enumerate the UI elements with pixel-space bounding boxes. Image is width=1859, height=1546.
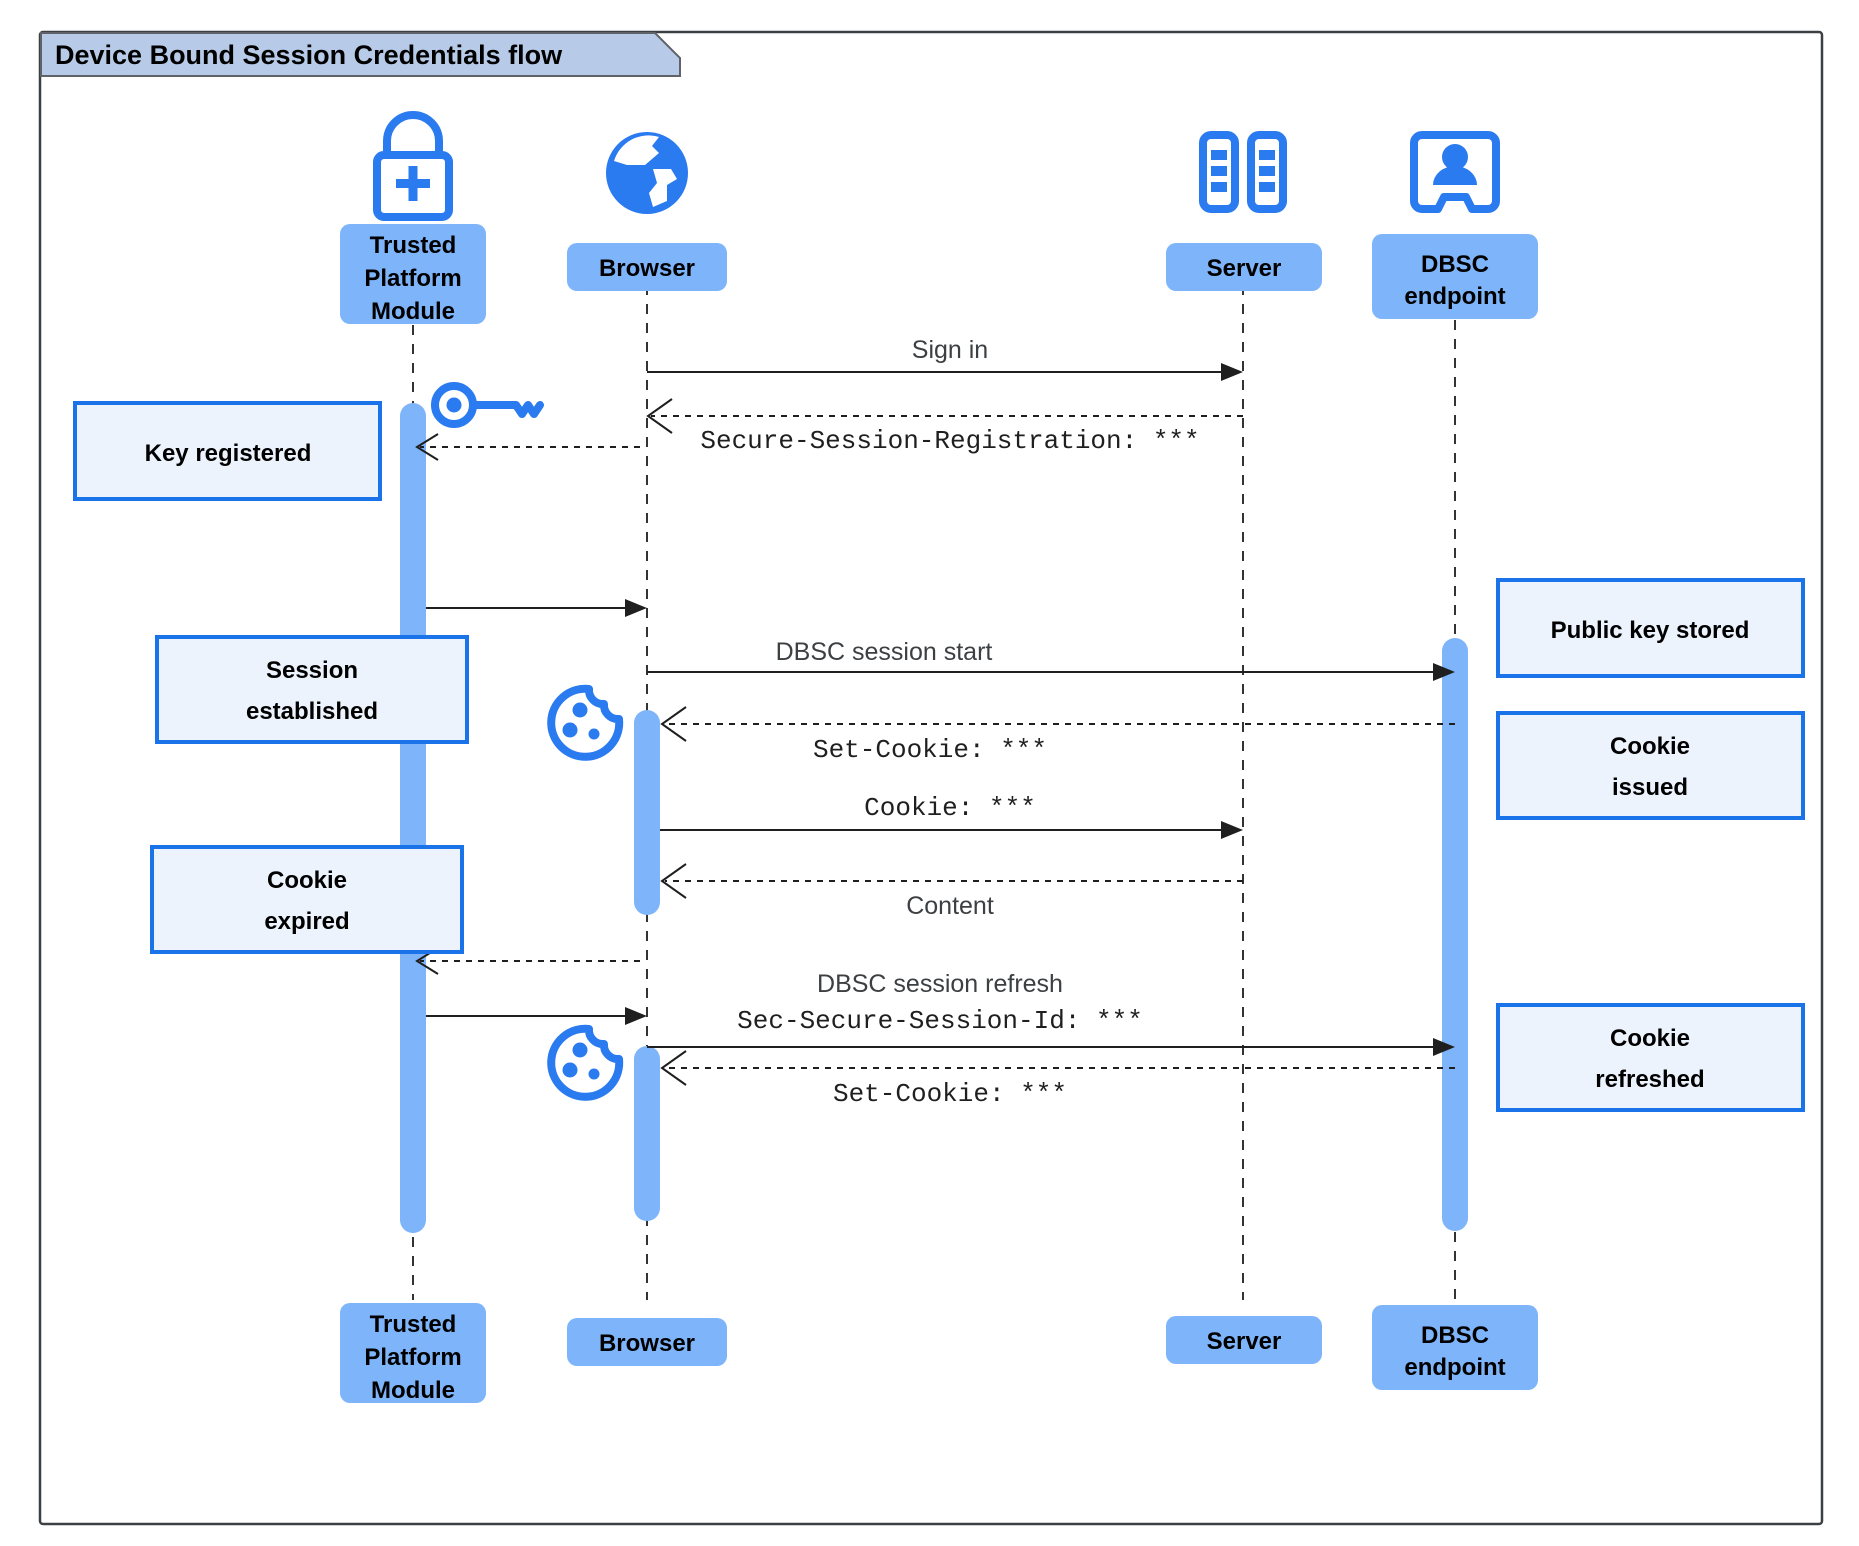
message-label-secure-session-registration: Secure-Session-Registration: *** bbox=[700, 426, 1199, 456]
participant-label-server: Server bbox=[1207, 255, 1282, 282]
participant-label-tpm-line2: Platform bbox=[364, 265, 461, 292]
participant-footer-label-tpm-line3: Module bbox=[371, 1377, 455, 1404]
activation-bar-tpm bbox=[400, 403, 426, 1233]
note-cookie-refreshed: Cookie refreshed bbox=[1496, 1003, 1805, 1112]
participant-label-tpm-line3: Module bbox=[371, 298, 455, 325]
padlock-plus-icon bbox=[373, 111, 453, 221]
participant-label-browser: Browser bbox=[599, 255, 695, 282]
participant-footer-label-browser: Browser bbox=[599, 1330, 695, 1357]
note-key-registered: Key registered bbox=[73, 401, 382, 501]
arrowhead-set-cookie-1 bbox=[660, 706, 687, 742]
note-session-established-line1: Session bbox=[266, 657, 358, 684]
message-label-cookie: Cookie: *** bbox=[864, 793, 1036, 823]
note-cookie-refreshed-line2: refreshed bbox=[1595, 1066, 1704, 1093]
note-session-established-line2: established bbox=[246, 698, 378, 725]
participant-header-dbsc[interactable]: DBSC endpoint bbox=[1372, 234, 1538, 319]
arrowhead-dbsc-session-start bbox=[1433, 663, 1455, 681]
arrowhead-tpm-to-browser-key bbox=[625, 599, 647, 617]
note-cookie-issued-line2: issued bbox=[1612, 774, 1688, 801]
globe-icon bbox=[606, 132, 688, 214]
message-label-dbsc-session-refresh: DBSC session refresh bbox=[817, 970, 1063, 998]
key-icon bbox=[431, 382, 544, 428]
arrowhead-sec-secure-session-id bbox=[1433, 1038, 1455, 1056]
activation-bar-browser-1 bbox=[634, 710, 660, 915]
note-session-established: Session established bbox=[155, 635, 469, 744]
participant-header-tpm[interactable]: Trusted Platform Module bbox=[340, 224, 486, 325]
server-racks-icon bbox=[1199, 131, 1287, 213]
participant-footer-label-dbsc-line2: endpoint bbox=[1404, 1354, 1505, 1381]
arrowhead-content bbox=[660, 863, 687, 899]
arrowhead-sign-in bbox=[1221, 363, 1243, 381]
id-badge-person-icon bbox=[1410, 131, 1500, 213]
activation-bar-dbsc bbox=[1442, 638, 1468, 1231]
participant-footer-label-dbsc-line1: DBSC bbox=[1421, 1322, 1489, 1349]
frame-title-tab bbox=[40, 32, 681, 77]
participant-label-dbsc-line2: endpoint bbox=[1404, 283, 1505, 310]
message-label-sec-secure-session-id: Sec-Secure-Session-Id: *** bbox=[737, 1006, 1143, 1036]
arrowhead-tpm-to-browser-refresh bbox=[625, 1007, 647, 1025]
note-cookie-expired-line1: Cookie bbox=[267, 867, 347, 894]
participant-label-tpm-line1: Trusted bbox=[370, 232, 457, 259]
arrowhead-set-cookie-2 bbox=[660, 1050, 687, 1086]
participant-footer-label-tpm-line1: Trusted bbox=[370, 1311, 457, 1338]
participant-footer-label-tpm-line2: Platform bbox=[364, 1344, 461, 1371]
note-cookie-issued-line1: Cookie bbox=[1610, 733, 1690, 760]
participant-header-browser[interactable]: Browser bbox=[567, 243, 727, 291]
note-cookie-expired: Cookie expired bbox=[150, 845, 464, 954]
participant-footer-tpm[interactable]: Trusted Platform Module bbox=[340, 1303, 486, 1404]
cookie-icon bbox=[547, 1024, 624, 1101]
note-cookie-refreshed-line1: Cookie bbox=[1610, 1025, 1690, 1052]
arrowhead-cookie bbox=[1221, 821, 1243, 839]
activation-bar-browser-2 bbox=[634, 1046, 660, 1221]
participant-footer-browser[interactable]: Browser bbox=[567, 1318, 727, 1366]
diagram-title: Device Bound Session Credentials flow bbox=[55, 40, 563, 70]
message-label-sign-in: Sign in bbox=[912, 336, 988, 364]
participant-label-dbsc-line1: DBSC bbox=[1421, 251, 1489, 278]
participant-footer-dbsc[interactable]: DBSC endpoint bbox=[1372, 1305, 1538, 1390]
note-public-key-stored: Public key stored bbox=[1496, 578, 1805, 678]
arrowhead-secure-session-registration bbox=[646, 398, 673, 434]
participant-footer-server[interactable]: Server bbox=[1166, 1316, 1322, 1364]
note-cookie-issued: Cookie issued bbox=[1496, 711, 1805, 820]
note-cookie-expired-line2: expired bbox=[264, 908, 349, 935]
participant-header-server[interactable]: Server bbox=[1166, 243, 1322, 291]
message-label-content: Content bbox=[906, 892, 994, 920]
cookie-icon bbox=[547, 684, 624, 761]
arrowhead-register-key-to-tpm bbox=[415, 433, 439, 461]
message-label-set-cookie-2: Set-Cookie: *** bbox=[833, 1079, 1067, 1109]
note-key-registered-label: Key registered bbox=[145, 440, 312, 467]
message-label-dbsc-session-start: DBSC session start bbox=[776, 638, 993, 666]
participant-footer-label-server: Server bbox=[1207, 1328, 1282, 1355]
message-label-set-cookie-1: Set-Cookie: *** bbox=[813, 735, 1047, 765]
note-public-key-stored-label: Public key stored bbox=[1551, 617, 1750, 644]
